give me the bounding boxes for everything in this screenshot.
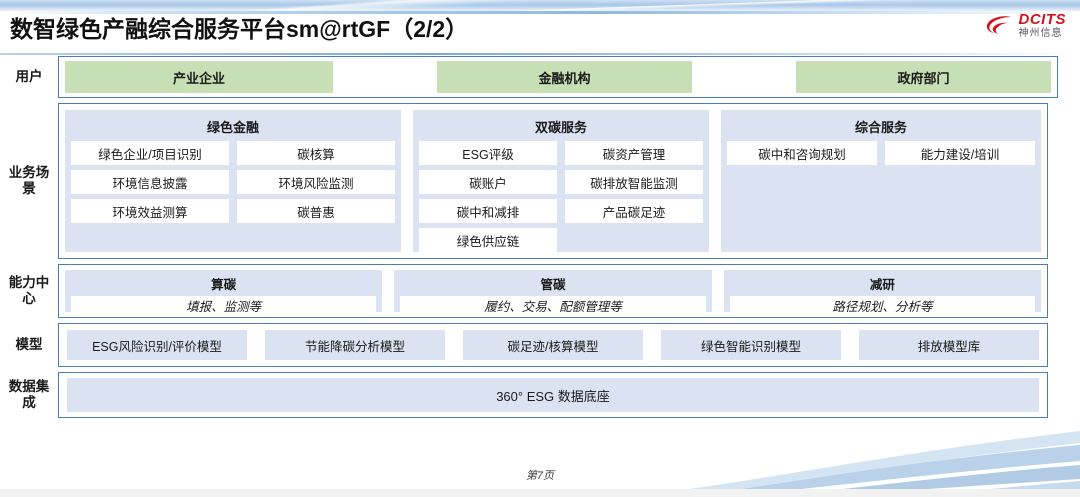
business-item[interactable]: 环境信息披露 (71, 170, 229, 194)
business-item[interactable]: 碳普惠 (237, 199, 395, 223)
group-title: 绿色金融 (206, 120, 259, 135)
model-box[interactable]: 排放模型库 (859, 330, 1039, 360)
business-item[interactable]: 绿色供应链 (419, 228, 557, 252)
group-items: ESG评级 碳资产管理 碳账户 碳排放智能监测 碳中和减排 产品碳足迹 绿色供应… (419, 141, 703, 252)
user-chip[interactable]: 政府部门 (796, 61, 1051, 93)
row-models: 模型 ESG风险识别/评价模型 节能降碳分析模型 碳足迹/核算模型 绿色智能识别… (0, 323, 1080, 367)
business-group-comprehensive-services: 综合服务 碳中和咨询规划 能力建设/培训 (721, 110, 1041, 252)
business-item[interactable]: 环境效益测算 (71, 199, 229, 223)
slide-header: 数智绿色产融综合服务平台sm@rtGF（2/2） DCITS 神州信息 (0, 6, 1080, 55)
models-panel: ESG风险识别/评价模型 节能降碳分析模型 碳足迹/核算模型 绿色智能识别模型 … (58, 323, 1048, 367)
business-item[interactable]: 碳资产管理 (565, 141, 703, 165)
row-capability-center: 能力中心 算碳 填报、监测等 管碳 履约、交易、配额管理等 减研 路径规划、分析… (0, 264, 1080, 318)
row-label-users: 用户 (15, 69, 43, 85)
user-chip[interactable]: 产业企业 (65, 61, 333, 93)
capability-subtitle: 路径规划、分析等 (729, 296, 1035, 315)
row-data-integration: 数据集成 360° ESG 数据底座 (0, 372, 1080, 418)
group-items: 绿色企业/项目识别 碳核算 环境信息披露 环境风险监测 环境效益测算 碳普惠 (71, 141, 395, 223)
row-label-business-scenarios: 业务场景 (8, 165, 50, 196)
business-group-dual-carbon-services: 双碳服务 ESG评级 碳资产管理 碳账户 碳排放智能监测 碳中和减排 产品碳足迹… (413, 110, 709, 252)
row-label-capability-center: 能力中心 (8, 275, 50, 306)
capability-group[interactable]: 算碳 填报、监测等 (65, 270, 383, 315)
business-item[interactable]: 环境风险监测 (237, 170, 395, 194)
row-users: 用户 产业企业 金融机构 政府部门 (0, 56, 1080, 98)
row-business-scenarios: 业务场景 绿色金融 绿色企业/项目识别 碳核算 环境信息披露 环境风险监测 环境… (0, 103, 1080, 259)
logo-text-en: DCITS (1018, 11, 1066, 28)
architecture-diagram: 用户 产业企业 金融机构 政府部门 业务场景 绿色金融 绿色企业/项目识别 碳核… (0, 56, 1080, 423)
capability-subtitle: 履约、交易、配额管理等 (400, 296, 706, 315)
business-item[interactable]: 碳中和咨询规划 (727, 141, 877, 165)
row-label-models: 模型 (15, 337, 43, 353)
logo-text-block: DCITS 神州信息 (1019, 12, 1067, 39)
group-items: 碳中和咨询规划 能力建设/培训 (727, 141, 1035, 165)
model-box[interactable]: 绿色智能识别模型 (661, 330, 841, 360)
row-label-data-integration: 数据集成 (8, 379, 50, 410)
business-item[interactable]: 碳核算 (237, 141, 395, 165)
data-integration-panel: 360° ESG 数据底座 (58, 372, 1048, 418)
model-box[interactable]: ESG风险识别/评价模型 (67, 330, 247, 360)
page-title: 数智绿色产融综合服务平台sm@rtGF（2/2） (10, 16, 469, 42)
capability-title: 减研 (869, 278, 895, 292)
capability-center-panel: 算碳 填报、监测等 管碳 履约、交易、配额管理等 减研 路径规划、分析等 (58, 264, 1048, 318)
business-item[interactable]: 碳中和减排 (419, 199, 557, 223)
logo-text-cn: 神州信息 (1018, 28, 1063, 39)
business-group-green-finance: 绿色金融 绿色企业/项目识别 碳核算 环境信息披露 环境风险监测 环境效益测算 … (65, 110, 401, 252)
title-divider (0, 53, 1080, 55)
business-item[interactable]: ESG评级 (419, 141, 557, 165)
dcits-swoosh-icon (984, 14, 1014, 38)
business-item[interactable]: 碳账户 (419, 170, 557, 194)
user-chip[interactable]: 金融机构 (437, 61, 692, 93)
capability-subtitle: 填报、监测等 (71, 296, 377, 315)
capability-group[interactable]: 管碳 履约、交易、配额管理等 (394, 270, 712, 315)
data-foundation-bar[interactable]: 360° ESG 数据底座 (67, 378, 1039, 412)
business-item[interactable]: 碳排放智能监测 (565, 170, 703, 194)
footer-page-number: 第7页 (525, 470, 555, 482)
business-item[interactable]: 能力建设/培训 (885, 141, 1035, 165)
business-scenarios-panel: 绿色金融 绿色企业/项目识别 碳核算 环境信息披露 环境风险监测 环境效益测算 … (58, 103, 1048, 259)
capability-group[interactable]: 减研 路径规划、分析等 (723, 270, 1041, 315)
footer-strip (0, 489, 1080, 497)
dcits-logo: DCITS 神州信息 (984, 12, 1067, 39)
capability-title: 算碳 (211, 278, 237, 292)
group-title: 双碳服务 (534, 120, 587, 135)
business-item[interactable]: 产品碳足迹 (565, 199, 703, 223)
capability-title: 管碳 (540, 278, 566, 292)
group-title: 综合服务 (854, 120, 907, 135)
model-box[interactable]: 节能降碳分析模型 (265, 330, 445, 360)
model-box[interactable]: 碳足迹/核算模型 (463, 330, 643, 360)
bottom-decoration-swoosh (660, 427, 1080, 497)
users-panel: 产业企业 金融机构 政府部门 (58, 56, 1058, 98)
business-item[interactable]: 绿色企业/项目识别 (71, 141, 229, 165)
